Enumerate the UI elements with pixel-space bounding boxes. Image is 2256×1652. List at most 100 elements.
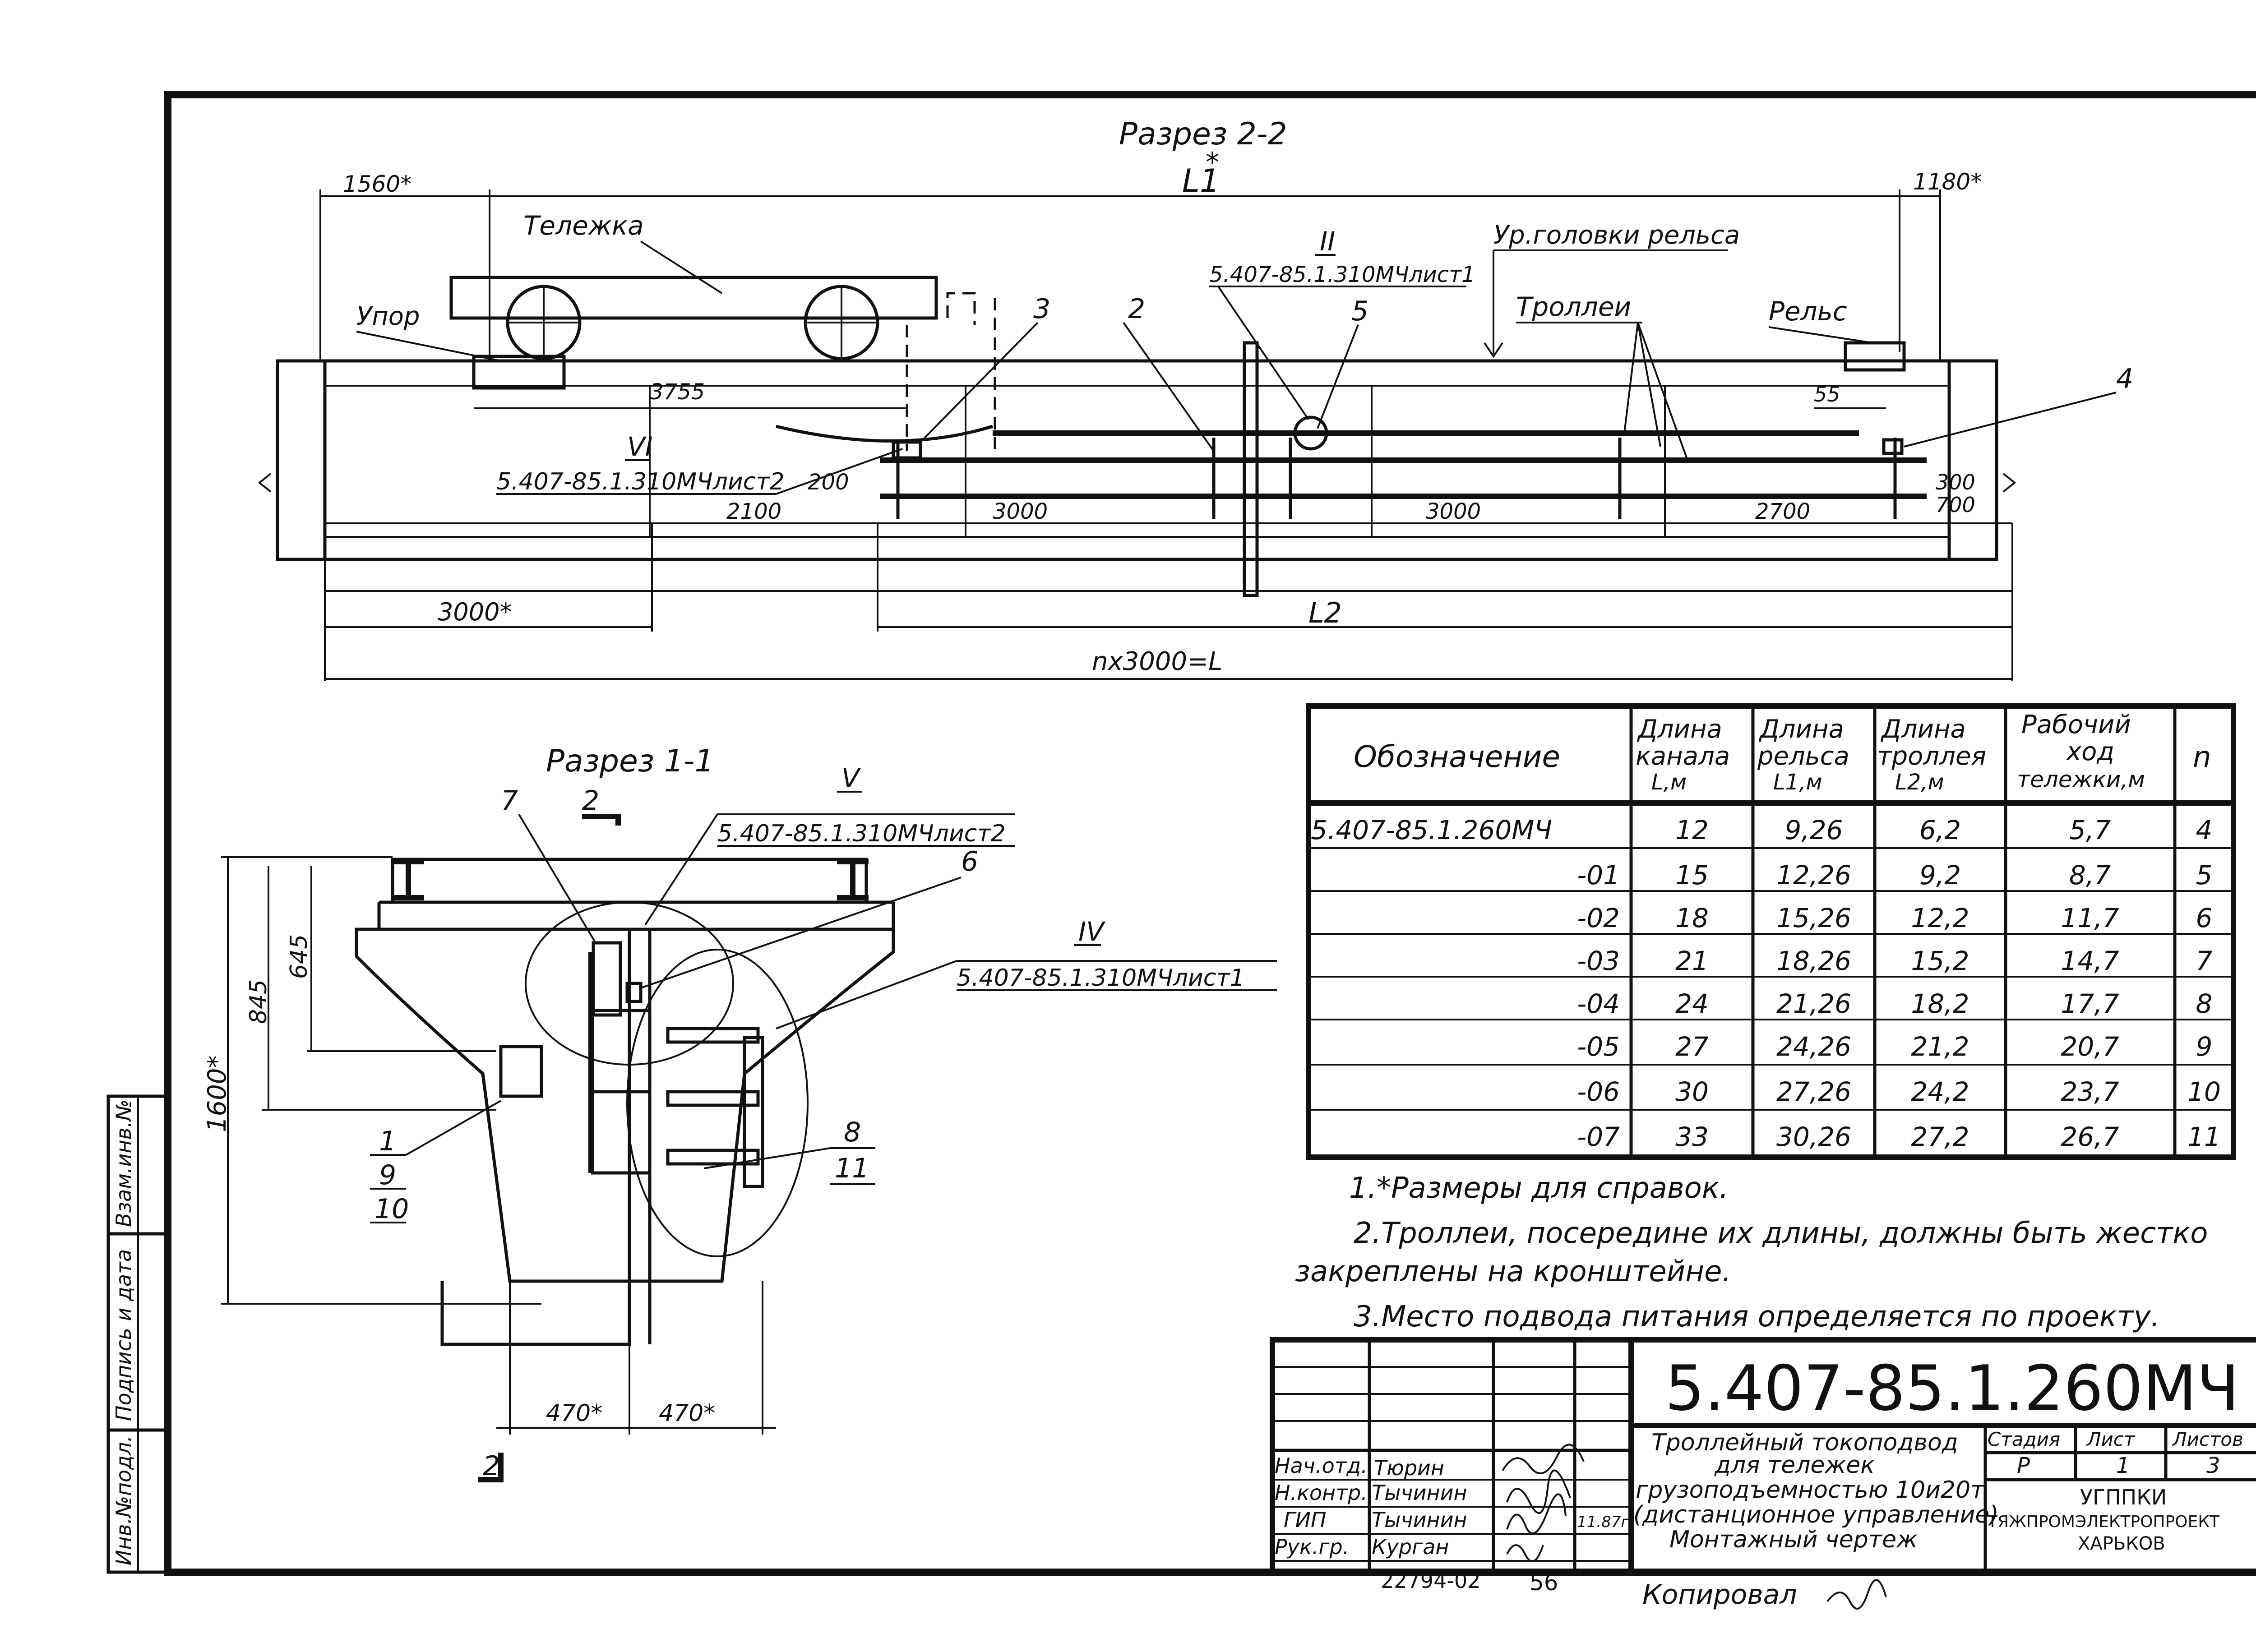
dim-200: 200 xyxy=(808,470,849,495)
section-1-1-title: Разрез 1-1 xyxy=(546,743,714,779)
table-cell-channel: 30 xyxy=(1675,1076,1709,1107)
table-cell-rail: 12,26 xyxy=(1776,860,1851,891)
notes-block: 1.*Размеры для справок. 2.Троллеи, посер… xyxy=(1295,1172,2208,1334)
table-cell-n: 6 xyxy=(2196,903,2213,933)
table-cell-trolley: 12,2 xyxy=(1911,903,1969,933)
detail-ellipse-iv xyxy=(626,949,809,1257)
table-header-travel-2: ход xyxy=(2066,737,2114,766)
table-cell-n: 9 xyxy=(2196,1031,2213,1062)
dim-3000-first: 3000 xyxy=(993,499,1048,524)
table-cell-designation: -06 xyxy=(1577,1076,1620,1107)
table-cell-n: 8 xyxy=(2196,988,2213,1019)
title-line-1: Троллейный токоподвод xyxy=(1651,1429,1958,1456)
table-header-designation: Обозначение xyxy=(1354,739,1560,774)
drawing-code: 5.407-85.1.260МЧ xyxy=(1665,1352,2239,1425)
table-header-rail-1: Длина xyxy=(1758,715,1844,744)
table-header-channel-1: Длина xyxy=(1637,715,1722,744)
table-cell-rail: 15,26 xyxy=(1776,903,1851,933)
label-stop: Упор xyxy=(356,302,420,331)
dim-3755: 3755 xyxy=(650,379,705,405)
crane-beam-section xyxy=(355,928,895,1283)
table-cell-rail: 24,26 xyxy=(1776,1031,1851,1062)
table-header-travel-3: тележки,м xyxy=(2017,766,2145,793)
callout-pos-3: 3 xyxy=(1033,293,1050,325)
stamp-date: 11.87г xyxy=(1577,1513,1629,1531)
label-rail: Рельс xyxy=(1769,296,1847,327)
ref-v-numeral: V xyxy=(841,763,861,794)
trolley-cart xyxy=(449,276,938,320)
stamp-stage-value: Р xyxy=(2017,1453,2030,1478)
margin-label-signature-date: Подпись и дата xyxy=(111,1249,136,1421)
note-1: 1.*Размеры для справок. xyxy=(1349,1172,1729,1205)
table-cell-n: 10 xyxy=(2187,1076,2221,1107)
callout-pos-8: 8 xyxy=(844,1117,861,1148)
table-cell-designation: -04 xyxy=(1577,988,1620,1019)
signature-2 xyxy=(1506,1469,1571,1514)
table-cell-trolley: 6,2 xyxy=(1919,815,1961,845)
dim-1600: 1600* xyxy=(203,1055,232,1132)
table-cell-channel: 21 xyxy=(1675,946,1709,976)
dim-1560: 1560* xyxy=(343,171,411,197)
callout-pos-5: 5 xyxy=(1351,295,1368,327)
table-cell-designation: -01 xyxy=(1577,860,1620,891)
stamp-sheet-value: 1 xyxy=(2116,1453,2130,1478)
current-collector-shoe xyxy=(776,425,994,443)
title-line-3: грузоподъемностью 10и20т xyxy=(1636,1477,1985,1504)
section-1-1-mark-bottom: 2 xyxy=(483,1450,500,1482)
note-2-line-2: закреплены на кронштейне. xyxy=(1295,1255,1731,1288)
table-cell-trolley: 27,2 xyxy=(1911,1121,1969,1152)
table-cell-travel: 23,7 xyxy=(2061,1076,2119,1107)
sheet-frame xyxy=(164,91,2256,1576)
label-trolley: Тележка xyxy=(523,210,644,241)
ref-iv-sheet: 5.407-85.1.310МЧлист1 xyxy=(957,964,1245,992)
table-cell-trolley: 15,2 xyxy=(1911,946,1969,976)
table-cell-travel: 20,7 xyxy=(2061,1031,2119,1062)
copied-label: Копировал xyxy=(1642,1579,1797,1610)
table-cell-channel: 15 xyxy=(1675,860,1709,891)
org-line-2: ТЯЖПРОМЭЛЕКТРОПРОЕКТ xyxy=(1987,1513,2220,1531)
crane-slab xyxy=(391,858,868,904)
ref-ii-sheet: 5.407-85.1.310МЧлист1 xyxy=(1209,262,1475,287)
role-head-dept: Нач.отд. xyxy=(1275,1454,1368,1478)
table-header-trolley-2: троллея xyxy=(1877,742,1986,771)
callout-pos-6: 6 xyxy=(961,846,978,877)
table-header-rail-2: рельса xyxy=(1757,742,1849,771)
central-post xyxy=(1243,341,1259,597)
dim-3000-second: 3000 xyxy=(1426,499,1481,524)
table-cell-travel: 5,7 xyxy=(2069,815,2111,845)
title-block: 5.407-85.1.260МЧ Троллейный токоподвод д… xyxy=(1270,1337,2256,1610)
table-cell-rail: 27,26 xyxy=(1776,1076,1851,1107)
detail-circle-ii xyxy=(1293,415,1328,451)
stamp-stage-label: Стадия xyxy=(1988,1428,2060,1450)
name-gip: Тычинин xyxy=(1372,1508,1467,1532)
dim-470-left: 470* xyxy=(546,1400,602,1427)
label-rail-head-level: Ур.головки рельса xyxy=(1493,221,1740,250)
title-line-2: для тележек xyxy=(1714,1452,1875,1479)
table-header-travel-1: Рабочий xyxy=(2021,710,2131,739)
table-header-trolley-3: L2,м xyxy=(1895,770,1944,795)
ref-v-sheet: 5.407-85.1.310МЧлист2 xyxy=(717,820,1006,847)
variants-table: Обозначение Длина канала L,м Длина рельс… xyxy=(1306,703,2236,1160)
table-cell-channel: 27 xyxy=(1675,1031,1709,1062)
table-cell-designation: -03 xyxy=(1577,946,1620,976)
stamp-sheets-label: Листов xyxy=(2172,1428,2243,1450)
table-header-channel-3: L,м xyxy=(1651,770,1687,795)
channel-outline xyxy=(276,359,1998,561)
section-1-1-mark-top: 2 xyxy=(582,785,599,817)
table-cell-travel: 11,7 xyxy=(2061,903,2119,933)
table-cell-designation: -02 xyxy=(1577,903,1620,933)
table-cell-designation: 5.407-85.1.260МЧ xyxy=(1311,815,1552,845)
table-cell-n: 5 xyxy=(2196,860,2213,891)
table-cell-designation: -05 xyxy=(1577,1031,1620,1062)
dim-845: 845 xyxy=(245,979,272,1024)
callout-pos-11: 11 xyxy=(835,1153,869,1184)
role-norm-control: Н.контр. xyxy=(1275,1481,1368,1505)
page-number: 56 xyxy=(1530,1569,1558,1596)
dim-645: 645 xyxy=(286,934,313,979)
table-cell-trolley: 24,2 xyxy=(1911,1076,1969,1107)
table-cell-trolley: 18,2 xyxy=(1911,988,1969,1019)
dim-470-right: 470* xyxy=(659,1400,715,1427)
role-group-lead: Рук.гр. xyxy=(1275,1535,1349,1559)
